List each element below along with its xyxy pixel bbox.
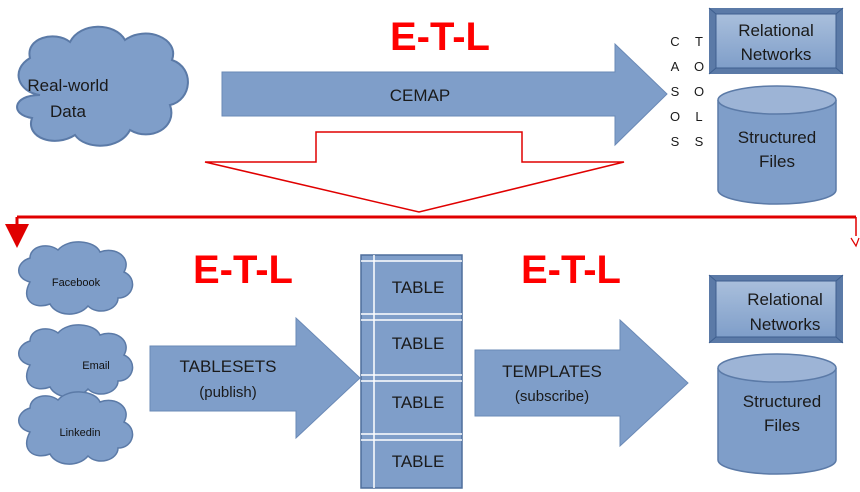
table-label: TABLE (392, 393, 445, 412)
svg-text:Files: Files (764, 416, 800, 435)
svg-text:C: C (670, 34, 679, 49)
relational-networks-box-bottom: Relational Networks (708, 274, 844, 344)
red-connector (5, 215, 860, 248)
cemap-arrow: CEMAP (221, 42, 668, 147)
table-stack: TABLE TABLE TABLE TABLE (360, 254, 463, 489)
cloud-label-line2: Data (50, 102, 86, 121)
svg-text:Structured: Structured (738, 128, 816, 147)
cemap-label: CEMAP (390, 86, 450, 105)
svg-text:Email: Email (82, 360, 110, 372)
svg-text:Facebook: Facebook (52, 277, 101, 289)
svg-text:T: T (695, 34, 703, 49)
svg-text:Linkedin: Linkedin (60, 427, 101, 439)
etl-label-top: E-T-L (390, 15, 490, 59)
table-label: TABLE (392, 452, 445, 471)
etl-label-right: E-T-L (521, 248, 621, 292)
svg-text:O: O (694, 84, 704, 99)
relational-networks-box-top: Relational Networks (708, 7, 844, 75)
svg-text:L: L (695, 109, 702, 124)
table-label: TABLE (392, 278, 445, 297)
svg-text:A: A (671, 59, 680, 74)
svg-text:Relational: Relational (738, 21, 814, 40)
svg-text:(subscribe): (subscribe) (515, 388, 589, 405)
svg-text:Relational: Relational (747, 290, 823, 309)
etl-label-left: E-T-L (193, 248, 293, 292)
svg-text:S: S (695, 134, 704, 149)
structured-files-cylinder-top: Structured Files (717, 85, 837, 205)
svg-text:S: S (671, 84, 680, 99)
transition-down-arrow (204, 131, 625, 213)
svg-text:S: S (671, 134, 680, 149)
structured-files-cylinder-bottom: Structured Files (717, 353, 837, 475)
tablesets-arrow: TABLESETS (publish) (149, 316, 361, 440)
facebook-cloud: Facebook (18, 241, 134, 315)
email-cloud: Email (18, 324, 134, 398)
svg-text:TEMPLATES: TEMPLATES (502, 362, 602, 381)
svg-text:O: O (670, 109, 680, 124)
linkedin-cloud: Linkedin (18, 391, 134, 465)
cloud-label-line1: Real-world (27, 76, 108, 95)
casos-tools-label: C A S O S T O O L S (670, 34, 704, 149)
svg-text:Files: Files (759, 152, 795, 171)
svg-text:Networks: Networks (750, 315, 821, 334)
templates-arrow: TEMPLATES (subscribe) (474, 318, 689, 448)
svg-text:TABLESETS: TABLESETS (180, 357, 277, 376)
svg-text:Structured: Structured (743, 392, 821, 411)
svg-text:(publish): (publish) (199, 384, 257, 401)
table-label: TABLE (392, 334, 445, 353)
real-world-data-cloud: Real-world Data (16, 25, 189, 147)
svg-text:O: O (694, 59, 704, 74)
svg-text:Networks: Networks (741, 45, 812, 64)
